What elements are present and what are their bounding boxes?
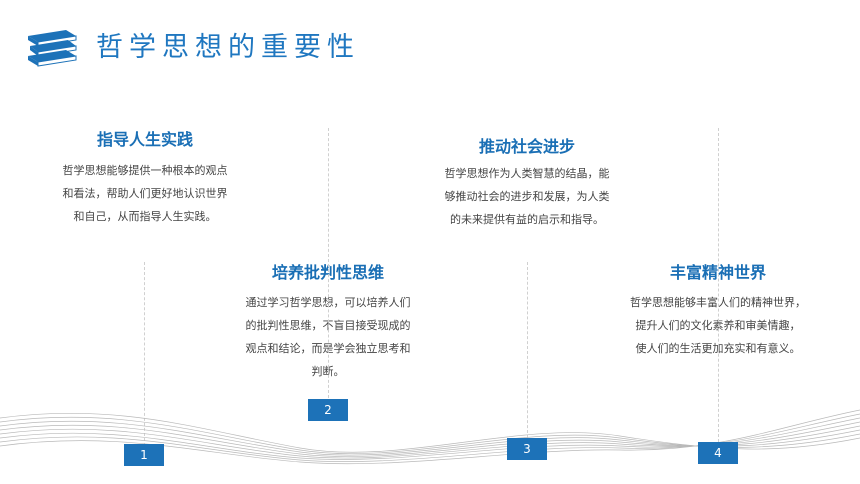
step-number-4: 4 — [698, 442, 738, 464]
step-number-2: 2 — [308, 399, 348, 421]
item-3-text: 哲学思想作为人类智慧的结晶，能 够推动社会的进步和发展，为人类 的未来提供有益的… — [422, 162, 632, 231]
connector-line-1 — [144, 262, 145, 446]
item-3-heading: 推动社会进步 — [478, 137, 575, 156]
connector-line-2 — [328, 128, 329, 398]
step-number-1: 1 — [124, 444, 164, 466]
item-2-heading: 培养批判性思维 — [271, 263, 384, 282]
item-3-line: 的未来提供有益的启示和指导。 — [450, 213, 604, 226]
item-1-heading: 指导人生实践 — [96, 130, 193, 149]
wave-lines — [0, 409, 860, 465]
connector-line-3 — [527, 262, 528, 438]
item-1-line: 和看法，帮助人们更好地认识世界 — [62, 187, 228, 200]
item-3-line: 哲学思想作为人类智慧的结晶，能 — [444, 167, 610, 180]
item-3-line: 够推动社会的进步和发展，为人类 — [444, 190, 610, 203]
page-title: 哲学思想的重要性 — [96, 32, 360, 63]
item-4-text: 哲学思想能够丰富人们的精神世界， 提升人们的文化素养和审美情趣， 使人们的生活更… — [605, 291, 831, 360]
stacked-books-icon — [28, 30, 77, 67]
item-1-line: 哲学思想能够提供一种根本的观点 — [62, 164, 228, 177]
step-number-3: 3 — [507, 438, 547, 460]
item-4-heading: 丰富精神世界 — [669, 263, 766, 282]
item-1-text: 哲学思想能够提供一种根本的观点 和看法，帮助人们更好地认识世界 和自己，从而指导… — [40, 159, 250, 228]
connector-line-4 — [718, 128, 719, 442]
item-1-line: 和自己，从而指导人生实践。 — [73, 210, 217, 223]
